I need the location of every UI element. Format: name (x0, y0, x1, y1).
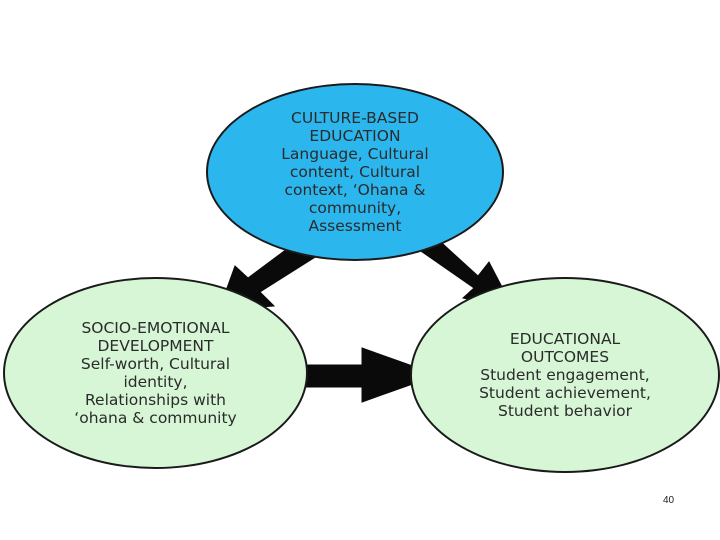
node-socio-emotional-development: SOCIO-EMOTIONAL DEVELOPMENT Self-worth, … (3, 277, 308, 469)
node-socio-title: SOCIO-EMOTIONAL DEVELOPMENT (81, 319, 230, 355)
page-number: 40 (663, 495, 675, 506)
node-educational-outcomes: EDUCATIONAL OUTCOMES Student engagement,… (410, 277, 720, 473)
node-socio-body: Self-worth, Cultural identity, Relations… (74, 355, 237, 427)
node-culture-text: CULTURE-BASED EDUCATION Language, Cultur… (281, 109, 428, 235)
node-culture-title: CULTURE-BASED EDUCATION (291, 109, 419, 145)
node-outcomes-text: EDUCATIONAL OUTCOMES Student engagement,… (479, 330, 651, 420)
node-culture-based-education: CULTURE-BASED EDUCATION Language, Cultur… (206, 83, 504, 261)
node-outcomes-body: Student engagement, Student achievement,… (479, 366, 651, 420)
node-outcomes-title: EDUCATIONAL OUTCOMES (509, 330, 621, 366)
node-socio-text: SOCIO-EMOTIONAL DEVELOPMENT Self-worth, … (74, 319, 236, 427)
node-culture-body: Language, Cultural content, Cultural con… (281, 145, 429, 235)
